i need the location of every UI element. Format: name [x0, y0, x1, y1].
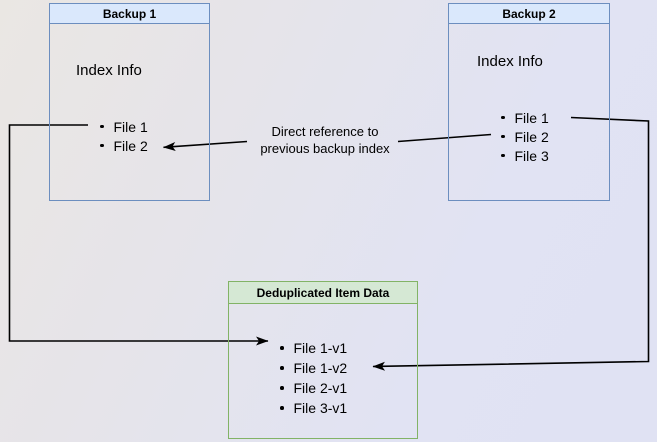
- dedup-item-list: File 1-v1 File 1-v2 File 2-v1 File 3-v1: [280, 338, 347, 418]
- edge-label-direct-reference: Direct reference to previous backup inde…: [249, 123, 401, 157]
- dedup-item-label: File 3-v1: [293, 400, 348, 416]
- edge-label-line1: Direct reference to: [271, 124, 379, 139]
- bullet-icon: [280, 346, 284, 350]
- backup2-file-label: File 1: [514, 109, 549, 126]
- backup2-file-label: File 2: [514, 128, 549, 145]
- dedup-item-label: File 1-v2: [293, 360, 348, 376]
- dedup-item-label: File 2-v1: [293, 380, 348, 396]
- connector-backup1-file1-to-dedup-file1v1: [8, 124, 269, 346]
- backup1-file-item: File 1: [100, 117, 148, 136]
- bullet-icon: [501, 134, 505, 139]
- backup2-file-item: File 1: [501, 108, 549, 127]
- connector-backup2-file2-to-label-segment: [397, 133, 492, 143]
- backup2-file-item: File 3: [501, 146, 549, 165]
- dedup-item: File 3-v1: [280, 398, 347, 418]
- backup1-file-label: File 2: [113, 137, 148, 154]
- backup2-title: Backup 2: [449, 4, 609, 24]
- dedup-node: Deduplicated Item Data File 1-v1 File 1-…: [228, 281, 418, 439]
- backup1-title: Backup 1: [50, 4, 209, 24]
- bullet-icon: [501, 115, 505, 120]
- dedup-item: File 2-v1: [280, 378, 347, 398]
- dedup-item-label: File 1-v1: [293, 340, 348, 356]
- backup2-file-list: File 1 File 2 File 3: [501, 108, 549, 165]
- backup1-file-label: File 1: [113, 118, 148, 135]
- backup2-node: Backup 2 Index Info File 1 File 2 File 3: [448, 3, 610, 201]
- backup1-file-list: File 1 File 2: [100, 117, 148, 155]
- bullet-icon: [280, 366, 284, 370]
- bullet-icon: [100, 143, 104, 148]
- bullet-icon: [280, 386, 284, 390]
- backup1-node: Backup 1 Index Info File 1 File 2: [49, 3, 210, 201]
- connector-label-to-backup1-file2-segment: [163, 140, 248, 151]
- backup1-file-item: File 2: [100, 136, 148, 155]
- edge-label-line2: previous backup index: [260, 141, 390, 156]
- bullet-icon: [501, 153, 505, 158]
- backup2-file-label: File 3: [514, 147, 549, 164]
- dedup-item: File 1-v1: [280, 338, 347, 358]
- dedup-title: Deduplicated Item Data: [229, 282, 417, 304]
- backup1-index-label: Index Info: [76, 62, 142, 79]
- bullet-icon: [100, 124, 104, 129]
- dedup-item: File 1-v2: [280, 358, 347, 378]
- backup2-file-item: File 2: [501, 127, 549, 146]
- bullet-icon: [280, 406, 284, 410]
- backup2-index-label: Index Info: [477, 53, 543, 70]
